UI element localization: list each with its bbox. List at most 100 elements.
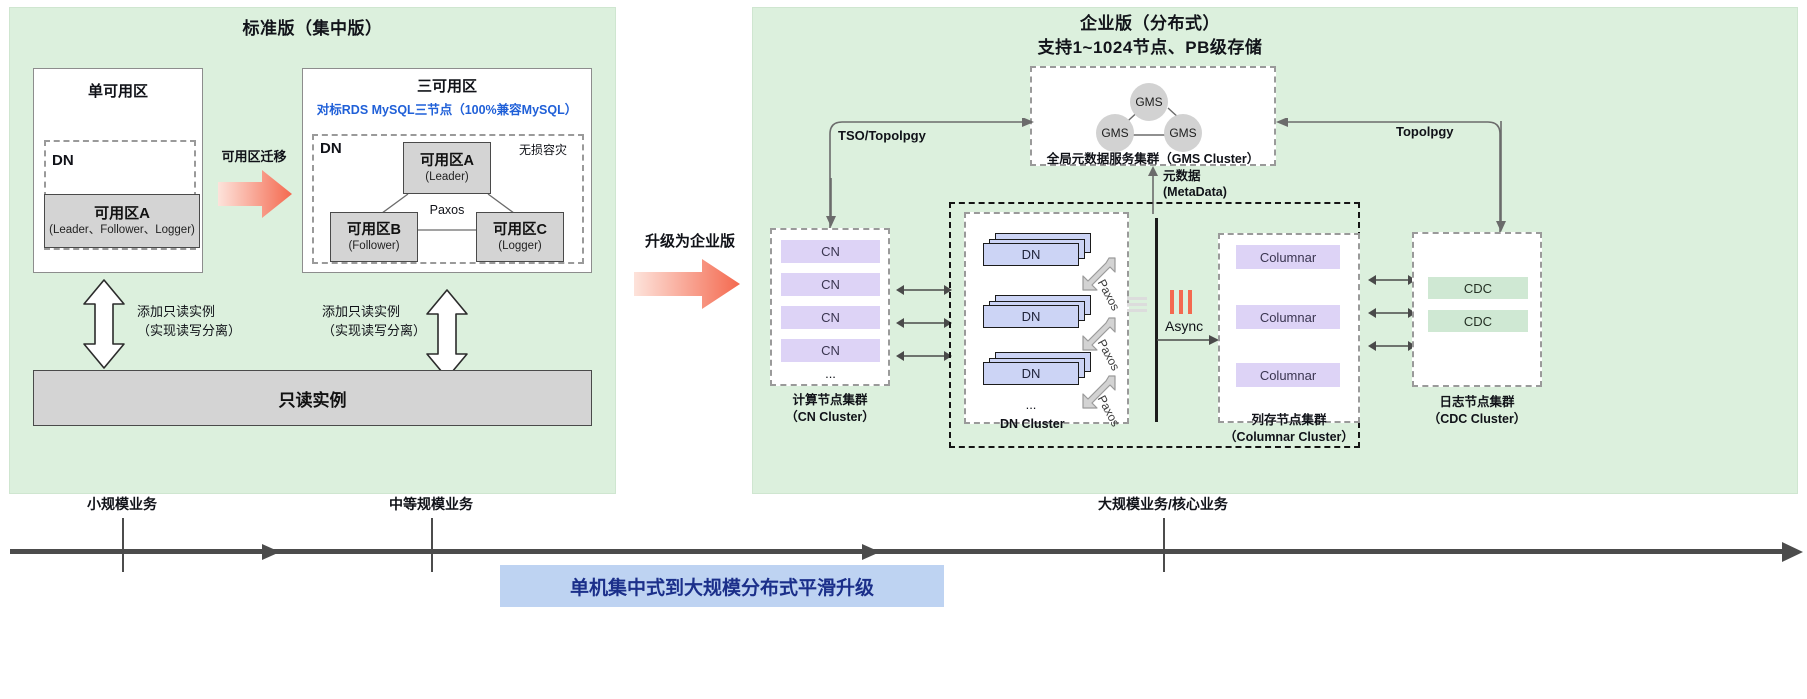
cn-dn-arrow-0	[896, 285, 952, 295]
cdc-node-1: CDC	[1428, 310, 1528, 332]
topolpgy-to-cdc-connector	[1496, 121, 1506, 232]
async-hamburger-line-3	[1127, 309, 1147, 312]
gms-node-top: GMS	[1130, 83, 1168, 121]
three-az-node-b-role: (Follower)	[348, 239, 400, 252]
dn-node-1: DN	[983, 305, 1079, 328]
three-az-node-c-role: (Logger)	[498, 239, 542, 252]
paxos-arrow-2-icon	[1082, 375, 1116, 409]
cn-node-0-label: CN	[821, 244, 840, 259]
metadata-label: 元数据 (MetaData)	[1163, 168, 1273, 200]
gms-node-right: GMS	[1164, 114, 1202, 152]
metadata-label-line1: 元数据	[1163, 169, 1201, 183]
three-az-node-a: 可用区A (Leader)	[403, 142, 491, 194]
gms-node-right-label: GMS	[1169, 126, 1197, 140]
columnar-cluster-caption-line2: （Columnar Cluster）	[1224, 430, 1354, 444]
gms-node-left-label: GMS	[1101, 126, 1129, 140]
readonly-note-right: 添加只读实例 （实现读写分离）	[322, 302, 462, 340]
dn-node-1-label: DN	[1021, 309, 1041, 324]
tso-topolpgy-label: TSO/Topolpgy	[838, 128, 926, 143]
columnar-node-1: Columnar	[1236, 305, 1340, 329]
topolpgy-connector	[1276, 118, 1501, 234]
cdc-cluster-caption-line2: （CDC Cluster）	[1427, 412, 1527, 426]
cn-cluster-ellipsis: ...	[825, 365, 836, 381]
gms-node-left: GMS	[1096, 114, 1134, 152]
readonly-double-arrow-left-icon	[83, 279, 125, 369]
timeline-arrowhead-end	[1782, 542, 1803, 562]
single-az-title: 单可用区	[87, 82, 148, 100]
columnar-node-0-label: Columnar	[1259, 249, 1317, 265]
readonly-note-right-line1: 添加只读实例	[322, 304, 401, 319]
upgrade-arrow-icon	[634, 259, 740, 309]
tso-topolpgy-connector	[829, 118, 1034, 232]
single-az-dn-label: DN	[52, 152, 74, 169]
cn-cluster-caption-line1: 计算节点集群	[792, 393, 868, 407]
three-az-node-b-name: 可用区B	[347, 221, 401, 238]
timeline-axis	[10, 549, 1795, 554]
cdc-node-1-label: CDC	[1463, 313, 1493, 329]
timeline-tick-label-2: 大规模业务/核心业务	[1098, 496, 1228, 512]
gms-cluster-caption: 全局元数据服务集群（GMS Cluster）	[1046, 151, 1260, 166]
three-az-node-c-name: 可用区C	[493, 221, 547, 238]
three-az-node-c: 可用区C (Logger)	[476, 212, 564, 262]
cn-node-2-label: CN	[821, 310, 840, 325]
readonly-instance-box: 只读实例	[33, 370, 592, 426]
readonly-instance-label: 只读实例	[278, 390, 347, 410]
right-panel-title-line1: 企业版（分布式）	[1080, 13, 1220, 33]
three-az-node-a-role: (Leader)	[425, 170, 469, 183]
dn-node-2-label: DN	[1021, 366, 1041, 381]
cn-node-1: CN	[781, 273, 880, 296]
timeline-tick-1	[431, 518, 433, 572]
migrate-label: 可用区迁移	[221, 148, 287, 164]
columnar-cluster-caption-line1: 列存节点集群	[1251, 413, 1327, 427]
gms-to-cn-connector	[826, 178, 836, 227]
timeline-arrowhead-0	[262, 544, 280, 560]
gms-node-top-label: GMS	[1135, 95, 1163, 109]
three-az-node-b: 可用区B (Follower)	[330, 212, 418, 262]
async-label: Async	[1165, 318, 1204, 334]
readonly-note-left-line2: （实现读写分离）	[137, 323, 242, 338]
timeline-arrowhead-1	[862, 544, 880, 560]
left-panel-title: 标准版（集中版）	[242, 18, 383, 38]
upgrade-arrow-label: 升级为企业版	[644, 232, 735, 250]
columnar-cdc-arrow-1	[1368, 308, 1416, 318]
timeline-banner: 单机集中式到大规模分布式平滑升级	[500, 565, 944, 607]
columnar-node-0: Columnar	[1236, 245, 1340, 269]
single-az-node: 可用区A (Leader、Follower、Logger)	[44, 194, 200, 248]
timeline-tick-2	[1163, 518, 1165, 572]
cn-dn-arrow-1	[896, 318, 952, 328]
async-divider-bar	[1155, 218, 1158, 422]
cdc-node-0-label: CDC	[1463, 280, 1493, 296]
cn-node-2: CN	[781, 306, 880, 329]
async-hamburger-line-2	[1127, 303, 1147, 306]
cn-cluster-caption-line2: （CN Cluster）	[785, 410, 875, 424]
three-az-dr-label: 无损容灾	[519, 143, 568, 157]
columnar-node-2-label: Columnar	[1259, 367, 1317, 383]
cdc-node-0: CDC	[1428, 277, 1528, 299]
three-az-node-a-name: 可用区A	[420, 152, 474, 169]
readonly-double-arrow-right-icon	[426, 289, 468, 379]
dn-node-0-label: DN	[1021, 247, 1041, 262]
three-az-subtitle: 对标RDS MySQL三节点（100%兼容MySQL）	[316, 102, 578, 117]
dn-node-0: DN	[983, 243, 1079, 266]
three-az-dn-group	[312, 134, 584, 264]
cdc-cluster-caption-line1: 日志节点集群	[1439, 395, 1515, 409]
async-bar-2	[1179, 290, 1183, 314]
three-az-paxos-label: Paxos	[429, 203, 465, 217]
cn-node-1-label: CN	[821, 277, 840, 292]
async-to-columnar-connector	[1157, 335, 1219, 345]
timeline-banner-label: 单机集中式到大规模分布式平滑升级	[569, 577, 874, 599]
dn-cluster-caption: DN Cluster	[1000, 417, 1065, 431]
cn-node-3-label: CN	[821, 343, 840, 358]
topolpgy-label: Topolpgy	[1396, 124, 1454, 139]
single-az-node-roles: (Leader、Follower、Logger)	[49, 223, 195, 236]
columnar-cdc-arrow-0	[1368, 275, 1416, 285]
cn-dn-arrow-2	[896, 351, 952, 361]
metadata-label-line2: (MetaData)	[1163, 185, 1227, 199]
timeline-tick-label-1: 中等规模业务	[389, 496, 473, 512]
readonly-note-left: 添加只读实例 （实现读写分离）	[137, 302, 277, 340]
dn-cluster-ellipsis: ...	[1025, 396, 1037, 412]
async-hamburger-line-1	[1127, 297, 1147, 300]
metadata-connector	[1148, 166, 1158, 214]
cn-node-3: CN	[781, 339, 880, 362]
